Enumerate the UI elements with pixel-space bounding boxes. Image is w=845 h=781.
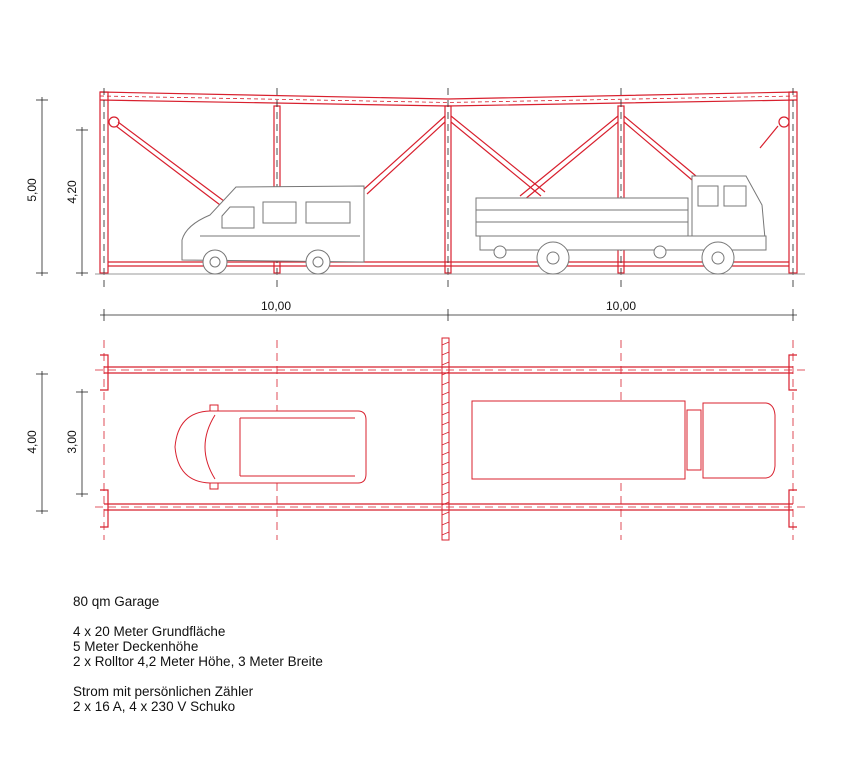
plan-axes	[95, 340, 808, 540]
dim-total-width: 4,00	[25, 430, 39, 454]
plan-dimensions	[36, 371, 88, 514]
spec-line: 2 x Rolltor 4,2 Meter Höhe, 3 Meter Brei…	[73, 654, 323, 669]
dim-total-height: 5,00	[25, 178, 39, 202]
notes-title: 80 qm Garage	[73, 594, 160, 609]
center-wall	[441, 337, 450, 541]
power-line: 2 x 16 A, 4 x 230 V Schuko	[73, 699, 236, 714]
truck-side-view	[475, 175, 767, 275]
spec-line: 5 Meter Deckenhöhe	[73, 639, 199, 654]
power-line: Strom mit persönlichen Zähler	[73, 684, 254, 699]
dim-bay-left: 10,00	[261, 299, 291, 313]
spec-line: 4 x 20 Meter Grundfläche	[73, 624, 226, 639]
roof-truss	[99, 91, 798, 107]
dim-bay-right: 10,00	[606, 299, 636, 313]
dim-door-width: 3,00	[65, 430, 79, 454]
van-top-view	[174, 404, 367, 490]
elevation-dimensions	[36, 97, 797, 321]
garage-description: 80 qm Garage 4 x 20 Meter Grundfläche 5 …	[73, 594, 323, 729]
van-side-view	[181, 185, 365, 275]
bracing	[115, 115, 779, 215]
truck-top-view	[471, 400, 776, 480]
dim-door-height: 4,20	[65, 180, 79, 204]
